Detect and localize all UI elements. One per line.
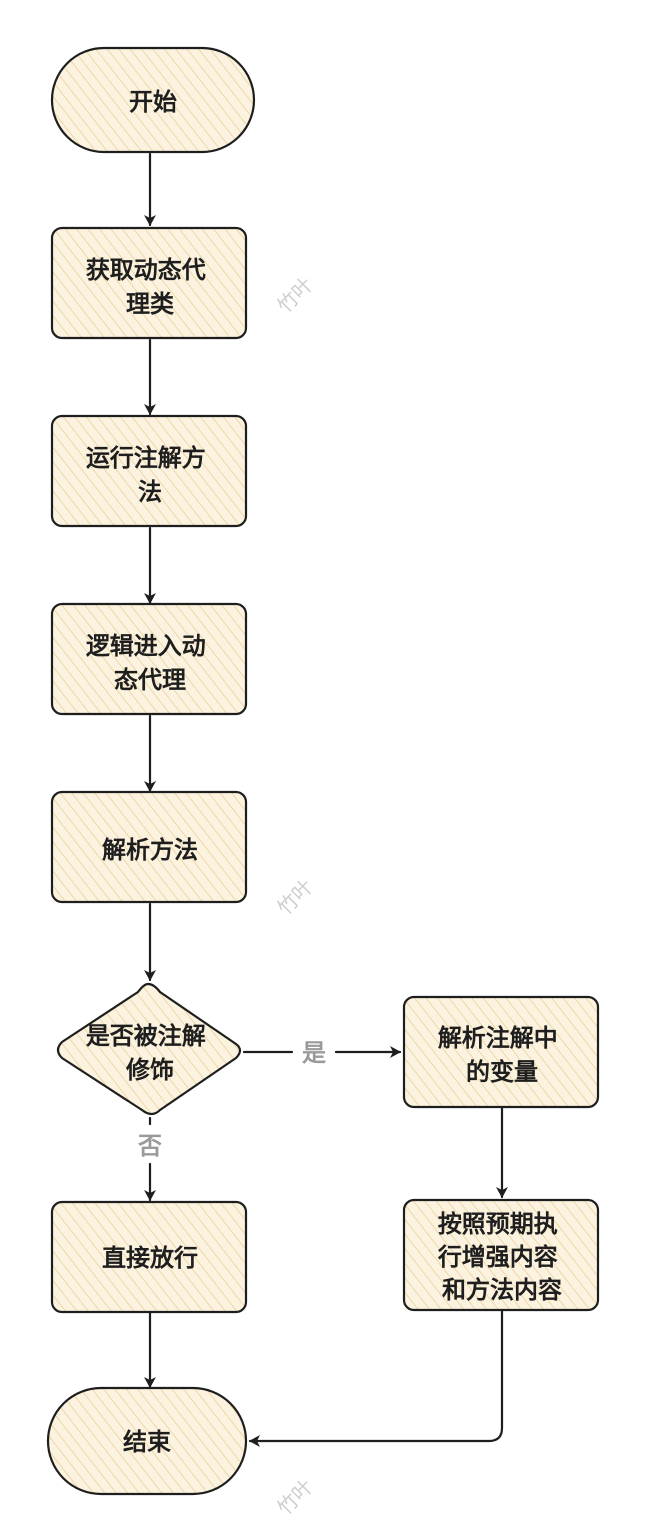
svg-text:开始: 开始 [129, 88, 177, 116]
node-execute-line-1: 按照预期执 [438, 1210, 558, 1238]
node-enter-proxy-line-1: 逻辑进入动 [86, 632, 206, 660]
svg-text:直接放行: 直接放行 [102, 1244, 198, 1272]
svg-text:是否被注解 修饰: 是否被注解 修饰 [86, 1022, 214, 1084]
svg-text:按照预期执 行增强内容 和方法内容: 按照预期执 行增强内容 和方法内容 [437, 1210, 566, 1304]
node-parse-method-line-1: 解析方法 [102, 836, 198, 864]
node-decision-line-2: 修饰 [125, 1056, 174, 1084]
svg-text:逻辑进入动 态代理: 逻辑进入动 态代理 [86, 632, 214, 694]
node-parse-vars-line-1: 解析注解中 [438, 1024, 558, 1052]
node-enter-proxy-line-2: 态代理 [114, 666, 186, 694]
svg-text:获取动态代 理类: 获取动态代 理类 [86, 256, 214, 318]
node-pass-through: 直接放行 [50, 1200, 248, 1314]
node-get-proxy-line-1: 获取动态代 [86, 256, 206, 284]
watermark-bottom: 竹叶 [272, 1474, 317, 1519]
watermark-middle: 竹叶 [272, 874, 317, 919]
node-pass-through-line-1: 直接放行 [102, 1244, 198, 1272]
node-enter-proxy: 逻辑进入动 态代理 [50, 602, 248, 716]
node-get-proxy-line-2: 理类 [126, 290, 175, 318]
node-start: 开始 [50, 46, 256, 154]
node-start-line-1: 开始 [129, 88, 177, 116]
svg-text:解析方法: 解析方法 [102, 836, 198, 864]
node-end: 结束 [46, 1386, 248, 1496]
node-decision: 是否被注解 修饰 [56, 982, 242, 1116]
svg-text:结束: 结束 [123, 1428, 172, 1456]
svg-text:解析注解中 的变量: 解析注解中 的变量 [438, 1024, 566, 1086]
node-run-method-line-2: 法 [138, 478, 162, 506]
node-parse-method: 解析方法 [50, 790, 248, 904]
node-decision-line-1: 是否被注解 [86, 1022, 206, 1050]
edge-label-no: 否 [137, 1132, 162, 1160]
edge-execute-to-end [248, 1309, 504, 1447]
node-execute: 按照预期执 行增强内容 和方法内容 [402, 1198, 600, 1312]
node-end-line-1: 结束 [123, 1428, 172, 1456]
watermark-top: 竹叶 [272, 272, 317, 317]
svg-text:运行注解方 法: 运行注解方 法 [86, 444, 214, 506]
node-execute-line-3: 和方法内容 [442, 1276, 562, 1304]
node-parse-vars-line-2: 的变量 [466, 1058, 538, 1086]
node-parse-vars: 解析注解中 的变量 [402, 995, 600, 1109]
node-execute-line-2: 行增强内容 [437, 1243, 558, 1271]
node-get-proxy: 获取动态代 理类 [50, 226, 248, 340]
node-run-method: 运行注解方 法 [50, 414, 248, 528]
edge-label-yes: 是 [302, 1039, 326, 1067]
node-run-method-line-1: 运行注解方 [86, 444, 206, 472]
